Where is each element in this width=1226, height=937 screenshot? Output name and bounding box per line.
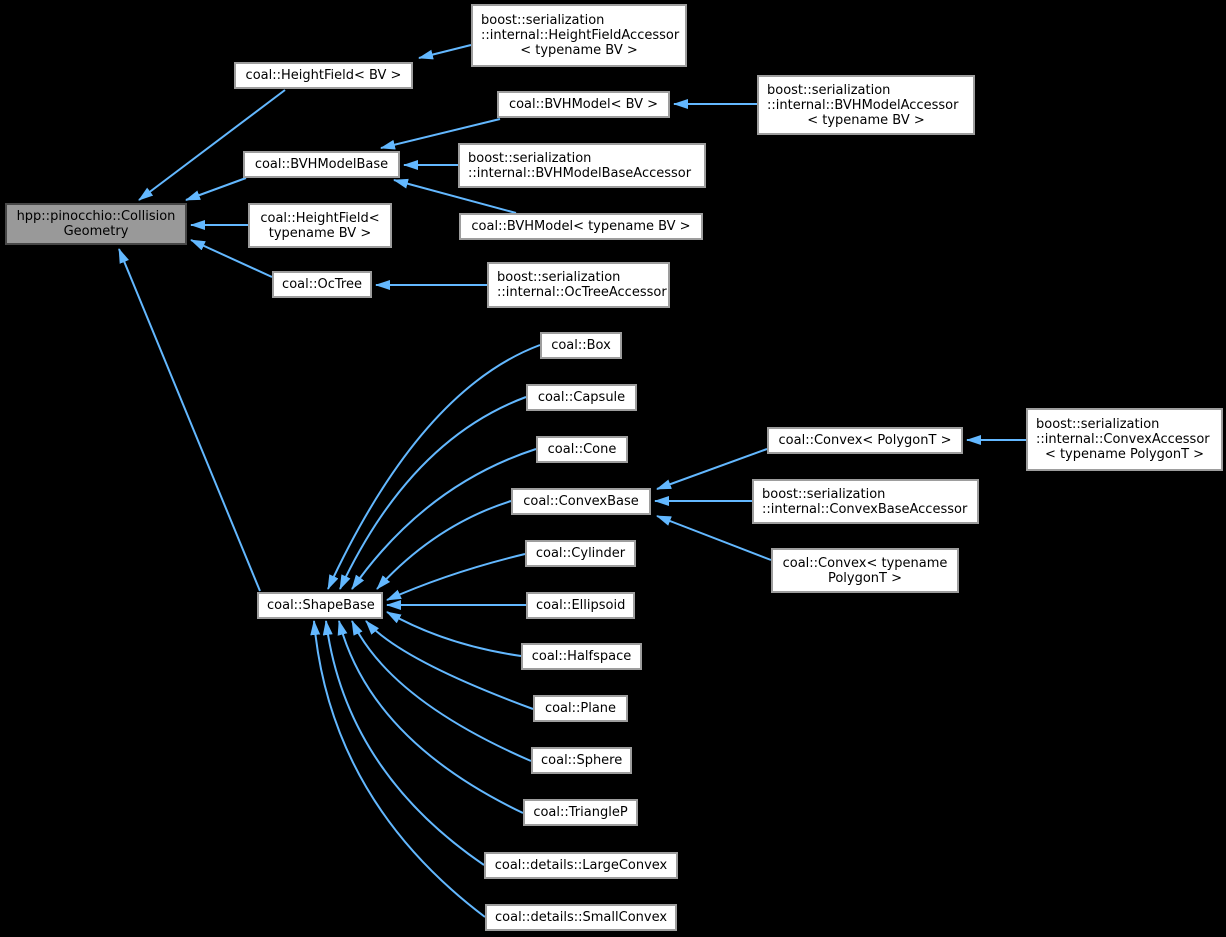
edge-small-convex-to-shapebase <box>310 620 486 918</box>
node-coal-bvhmodel-bv[interactable]: coal::BVHModel< BV > <box>497 91 670 118</box>
edge-shapebase-to-collision-geometry <box>118 248 261 592</box>
node-bvhmodel-accessor[interactable]: boost::serialization ::internal::BVHMode… <box>757 75 975 135</box>
node-coal-details-smallconvex[interactable]: coal::details::SmallConvex <box>485 904 677 931</box>
edge-plane-to-shapebase <box>365 620 534 710</box>
edge-large-convex-to-shapebase <box>322 620 485 866</box>
node-coal-box[interactable]: coal::Box <box>540 332 622 359</box>
edge-convex-typename-polygont-to-convexbase <box>656 515 772 561</box>
node-coal-octree[interactable]: coal::OcTree <box>272 271 372 298</box>
node-coal-capsule[interactable]: coal::Capsule <box>526 384 637 411</box>
node-bvhmodelbase-accessor[interactable]: boost::serialization ::internal::BVHMode… <box>458 143 706 188</box>
node-coal-cone[interactable]: coal::Cone <box>536 436 628 463</box>
node-heightfield-accessor[interactable]: boost::serialization ::internal::HeightF… <box>471 4 687 67</box>
edge-heightfield-bv-to-collision-geometry <box>138 89 286 201</box>
node-coal-heightfield-bv[interactable]: coal::HeightField< BV > <box>234 62 413 89</box>
node-coal-convex-typename-polygont[interactable]: coal::Convex< typename PolygonT > <box>771 548 959 593</box>
edge-bvhmodel-typename-bv-to-bvhmodelbase <box>393 178 517 214</box>
edge-trianglep-to-shapebase <box>337 620 524 814</box>
edge-halfspace-to-shapebase <box>386 611 522 657</box>
node-coal-details-largeconvex[interactable]: coal::details::LargeConvex <box>484 852 678 879</box>
node-coal-convexbase[interactable]: coal::ConvexBase <box>511 488 651 515</box>
edge-capsule-to-shapebase <box>339 396 527 590</box>
node-convex-accessor[interactable]: boost::serialization ::internal::ConvexA… <box>1026 408 1223 471</box>
node-coal-ellipsoid[interactable]: coal::Ellipsoid <box>526 592 635 619</box>
node-coal-plane[interactable]: coal::Plane <box>533 695 628 722</box>
edge-cylinder-to-shapebase <box>386 553 526 601</box>
node-coal-bvhmodelbase[interactable]: coal::BVHModelBase <box>243 151 400 178</box>
edge-octree-to-collision-geometry <box>190 239 273 278</box>
edge-bvhmodel-bv-to-bvhmodelbase <box>380 118 501 150</box>
edge-heightfield-accessor-to-heightfield-bv <box>418 44 472 60</box>
node-coal-sphere[interactable]: coal::Sphere <box>531 747 632 774</box>
node-coal-cylinder[interactable]: coal::Cylinder <box>525 540 636 567</box>
node-coal-bvhmodel-typename-bv[interactable]: coal::BVHModel< typename BV > <box>459 213 703 240</box>
edge-cone-to-shapebase <box>351 448 537 590</box>
node-coal-convex-polygont[interactable]: coal::Convex< PolygonT > <box>767 427 963 454</box>
edge-convexbase-to-shapebase <box>376 500 512 590</box>
edge-box-to-shapebase <box>327 344 541 590</box>
node-octree-accessor[interactable]: boost::serialization ::internal::OcTreeA… <box>487 262 670 308</box>
node-coal-trianglep[interactable]: coal::TriangleP <box>523 799 638 826</box>
edge-sphere-to-shapebase <box>351 620 532 762</box>
edge-bvhmodelbase-to-collision-geometry <box>185 177 247 201</box>
node-coal-halfspace[interactable]: coal::Halfspace <box>521 643 642 670</box>
node-hpp-pinocchio-collision-geometry[interactable]: hpp::pinocchio::Collision Geometry <box>5 203 187 245</box>
node-coal-shapebase[interactable]: coal::ShapeBase <box>257 592 383 619</box>
edge-convex-polygont-to-convexbase <box>656 448 768 490</box>
node-coal-heightfield-typename-bv[interactable]: coal::HeightField< typename BV > <box>248 203 392 248</box>
node-convexbase-accessor[interactable]: boost::serialization ::internal::ConvexB… <box>752 479 979 524</box>
